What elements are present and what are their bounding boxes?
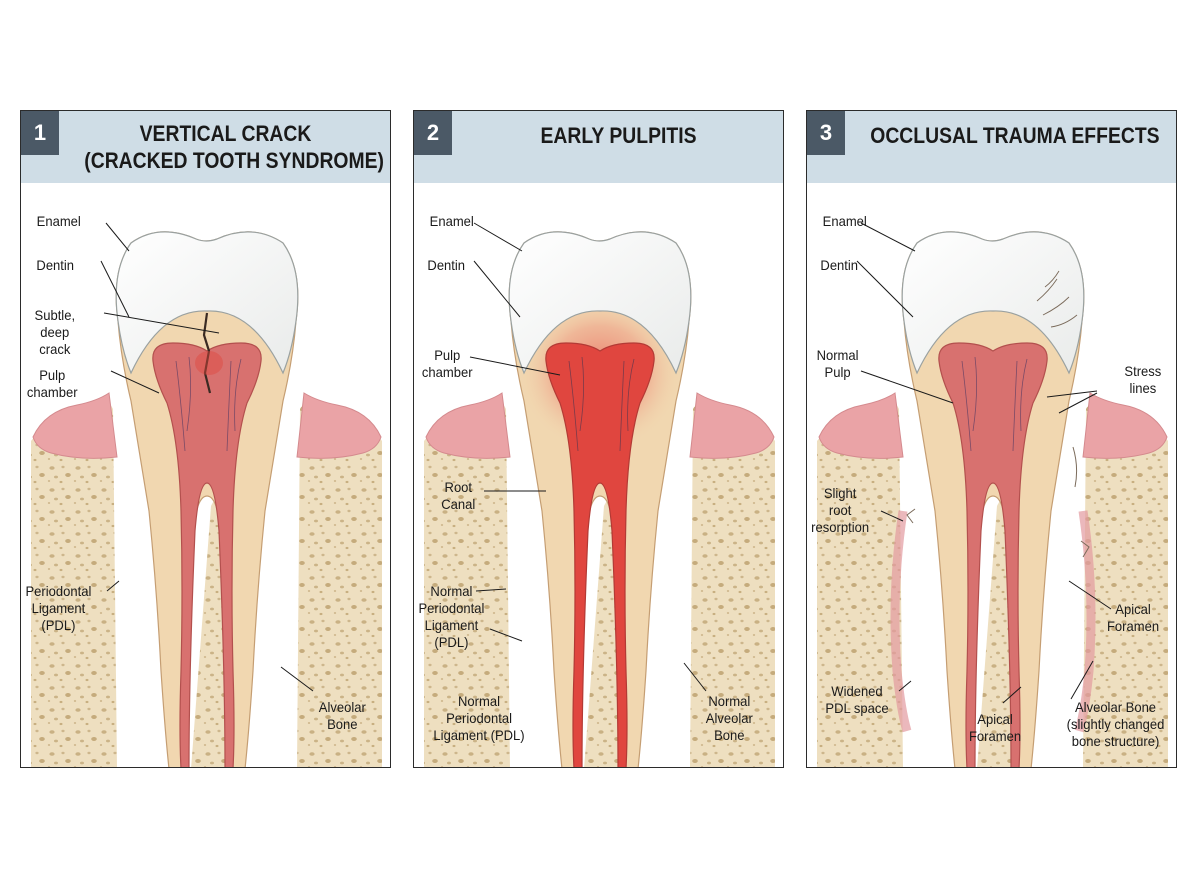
panel-header: 1 VERTICAL CRACK (CRACKED TOOTH SYNDROME…	[21, 111, 390, 183]
label-enamel: Enamel	[429, 213, 474, 229]
label-enamel: Enamel	[36, 213, 81, 229]
tooth-illustration-cracked	[31, 222, 382, 767]
panel-vertical-crack: 1 VERTICAL CRACK (CRACKED TOOTH SYNDROME…	[20, 110, 391, 768]
panel-title: VERTICAL CRACK (CRACKED TOOTH SYNDROME)	[84, 121, 384, 173]
tooth-illustration-occlusal-trauma	[817, 222, 1168, 767]
label-dentin: Dentin	[820, 257, 859, 273]
label-dentin: Dentin	[427, 257, 466, 273]
panel-number-badge: 1	[21, 111, 59, 155]
panel-title: OCCLUSAL TRAUMA EFFECTS	[870, 123, 1160, 148]
panel-number-badge: 2	[414, 111, 452, 155]
panel-title: EARLY PULPITIS	[540, 123, 697, 148]
panel-occlusal-trauma: 3 OCCLUSAL TRAUMA EFFECTS Enamel Dentin …	[806, 110, 1177, 768]
panel-header: 3 OCCLUSAL TRAUMA EFFECTS	[807, 111, 1176, 183]
label-enamel: Enamel	[822, 213, 867, 229]
panel-number-badge: 3	[807, 111, 845, 155]
tooth-illustration-pulpitis	[424, 222, 775, 767]
panel-header: 2 EARLY PULPITIS	[414, 111, 783, 183]
label-dentin: Dentin	[36, 257, 75, 273]
